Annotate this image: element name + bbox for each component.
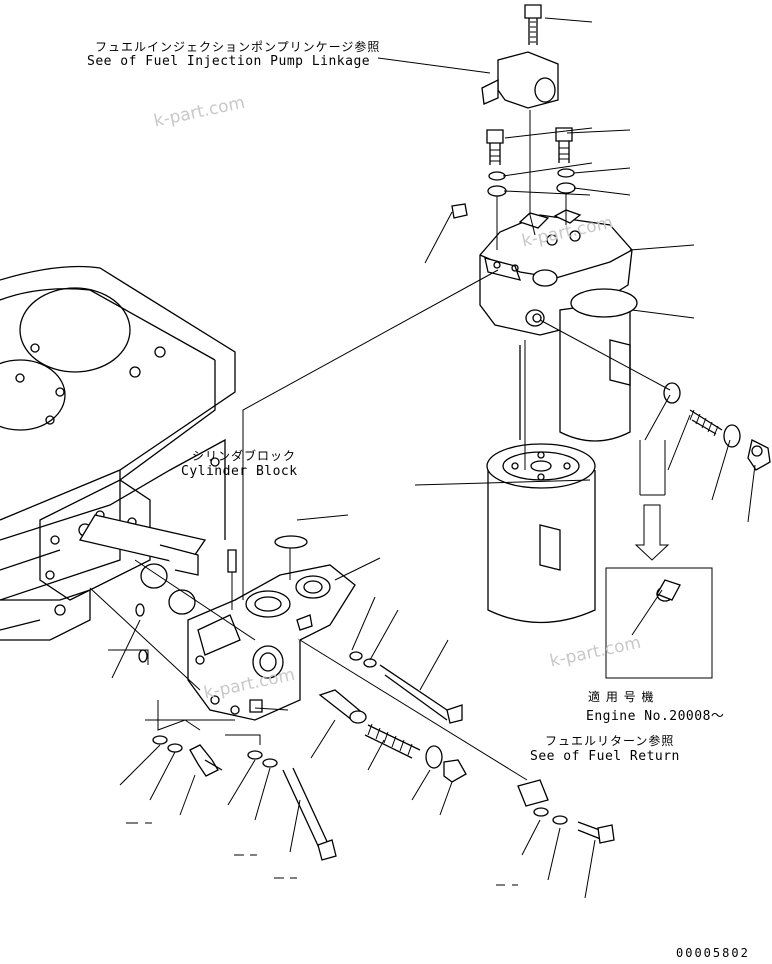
head-bolts (451, 127, 576, 219)
fuel-filter-cartridges (486, 288, 638, 624)
lower-hardware (152, 651, 615, 861)
fuel-return-label-jp: フュエルリターン参照 (545, 734, 675, 748)
engine-number-inset (605, 440, 713, 679)
drawing-number: 00005802 (676, 946, 750, 960)
pump-linkage-bracket (481, 4, 559, 109)
fuel-injection-pump-label-jp: フュエルインジェクションポンプリンケージ参照 (95, 40, 381, 54)
adapter-gaskets (78, 514, 207, 663)
filter-adapter (187, 535, 356, 721)
leader-lines (89, 17, 756, 899)
applicable-label-jp: 適 用 号 機 (588, 690, 655, 704)
cylinder-block (0, 265, 236, 641)
drain-plug-assembly (663, 382, 771, 471)
fuel-injection-pump-label-en: See of Fuel Injection Pump Linkage (87, 54, 371, 69)
fuel-return-label-en: See of Fuel Return (530, 749, 680, 764)
cylinder-block-label-en: Cylinder Block (181, 464, 298, 479)
engine-number-label: Engine No.20008～ (586, 709, 725, 724)
cylinder-block-label-jp: シリンダブロック (192, 449, 297, 463)
